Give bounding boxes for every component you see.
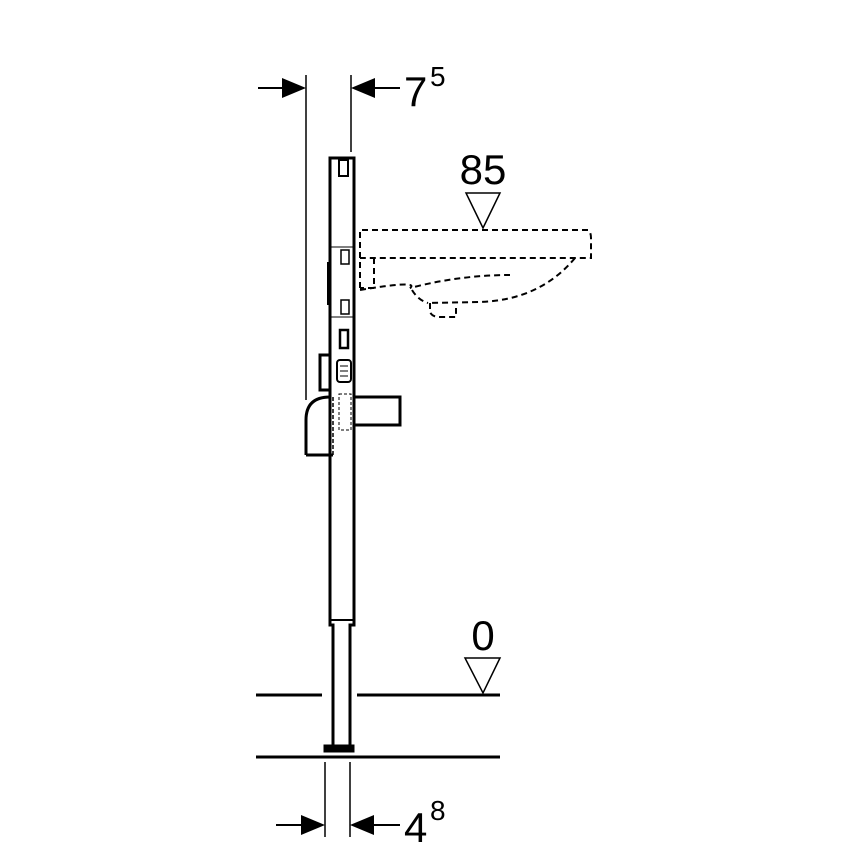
- bracket-area: [330, 246, 354, 318]
- bracket-upper-icon: [340, 249, 350, 265]
- mounting-frame: [304, 156, 402, 753]
- arrow-right-icon: [282, 78, 306, 98]
- floor-level-marker: 0: [463, 612, 502, 695]
- fitting-dashed: [338, 393, 352, 431]
- slot-icon: [338, 328, 350, 350]
- drain-elbow: [304, 395, 331, 455]
- connector-icon: [336, 359, 352, 383]
- level-triangle-icon: [464, 192, 502, 230]
- top-width-value: 7: [404, 68, 427, 115]
- top-dimension: 7 5: [258, 61, 446, 400]
- frame-foot: [323, 744, 355, 753]
- level-triangle-icon: [463, 657, 502, 695]
- arrow-left-icon: [351, 78, 375, 98]
- arrow-left-icon: [350, 815, 374, 835]
- bracket-lower-icon: [340, 299, 350, 315]
- arrow-right-icon: [301, 815, 325, 835]
- side-clip: [318, 353, 330, 392]
- drain-pipe: [354, 395, 402, 427]
- bottom-width-sup: 8: [430, 795, 446, 826]
- basin-level-marker: 85: [460, 146, 507, 230]
- floor-lines: [256, 693, 500, 759]
- bottom-width-value: 4: [404, 804, 427, 850]
- top-width-sup: 5: [430, 61, 446, 92]
- floor-level-label: 0: [471, 612, 494, 659]
- bottom-dimension: 4 8: [276, 762, 446, 850]
- washbasin-outline: [359, 229, 592, 318]
- basin-height-label: 85: [460, 146, 507, 193]
- frame-top-slot: [338, 159, 349, 177]
